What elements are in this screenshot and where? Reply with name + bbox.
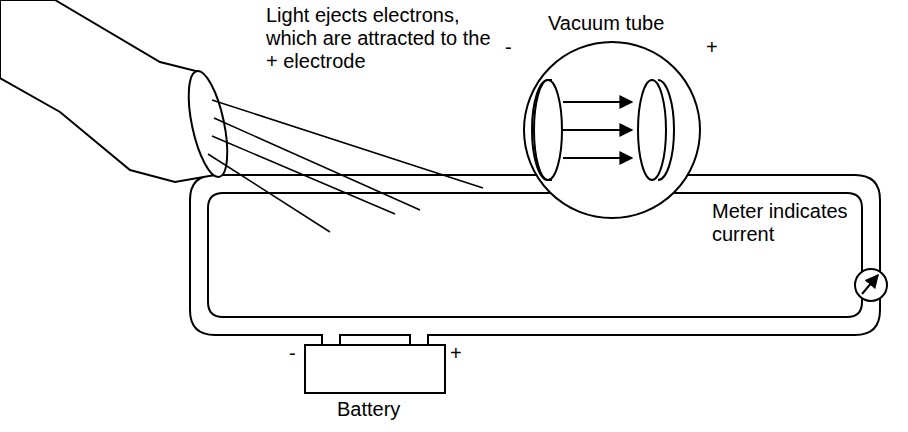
flashlight	[0, 0, 235, 182]
caption-note: Light ejects electrons, which are attrac…	[266, 4, 506, 73]
vacuum-tube	[524, 42, 700, 218]
polarity-sign: -	[505, 36, 525, 59]
wire-band	[190, 175, 880, 345]
battery-symbol	[305, 345, 445, 393]
cathode-face	[534, 80, 562, 180]
meter-needle	[862, 275, 878, 294]
part-name: Vacuum tube	[548, 12, 688, 35]
part-name: Battery	[337, 398, 427, 421]
anode-edge	[658, 80, 674, 180]
polarity-sign: -	[289, 342, 303, 365]
electron-arrows	[563, 102, 632, 158]
part-name: Meter indicates current	[712, 200, 857, 246]
polarity-sign: +	[450, 342, 470, 365]
meter-symbol	[855, 269, 887, 301]
polarity-sign: +	[706, 36, 726, 59]
light-rays	[208, 100, 483, 232]
anode	[638, 80, 666, 180]
